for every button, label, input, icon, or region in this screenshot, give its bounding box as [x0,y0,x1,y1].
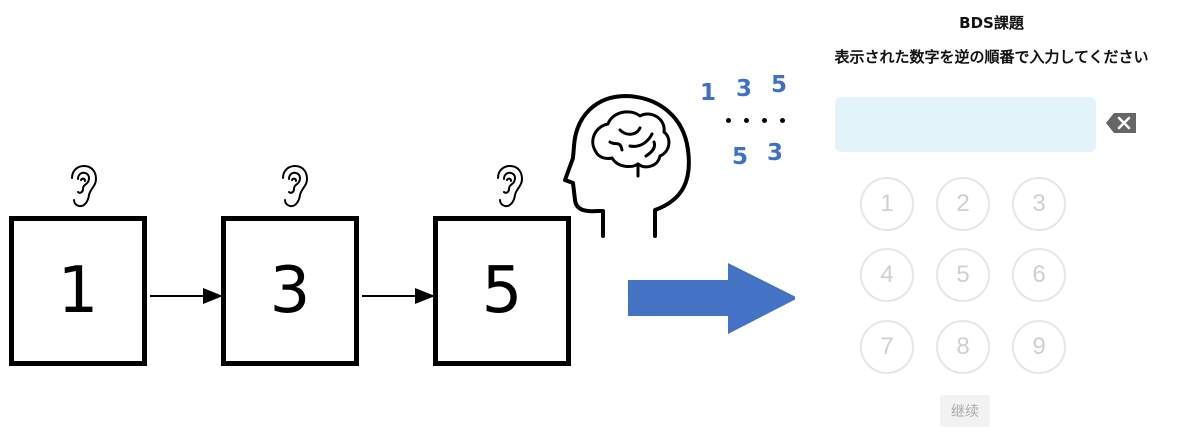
ellipsis-dot [744,118,749,123]
recall-forward-digit: 3 [736,76,753,102]
recall-forward-digit: 5 [771,72,788,98]
diagram-graphics [150,94,798,334]
key-label: 9 [1032,333,1046,360]
ellipsis-dot [762,118,767,123]
key-label: 6 [1032,261,1046,288]
recall-forward-digit: 1 [700,80,717,106]
recall-reversed-digit: 3 [767,140,784,166]
keypad-key-5[interactable]: 5 [936,248,990,302]
backspace-icon[interactable] [1106,113,1136,133]
ear-icon [71,164,98,208]
keypad-key-1[interactable]: 1 [860,177,914,231]
key-label: 7 [880,333,894,360]
key-label: 1 [880,190,894,217]
instruction-text: 表示された数字を逆の順番で入力してください [834,48,1149,66]
digit-box-label: 1 [57,254,99,328]
keypad-key-8[interactable]: 8 [936,320,990,374]
keypad-key-4[interactable]: 4 [860,248,914,302]
keypad-key-9[interactable]: 9 [1012,320,1066,374]
digit-box-2: 3 [221,216,359,366]
key-label: 5 [956,261,970,288]
keypad-key-7[interactable]: 7 [860,320,914,374]
key-label: 8 [956,333,970,360]
continue-button[interactable]: 继续 [940,395,990,427]
ellipsis-dot [726,118,731,123]
digit-box-1: 1 [9,216,147,366]
right-arrow-icon [628,263,798,334]
keypad-key-3[interactable]: 3 [1012,177,1066,231]
ear-icon [282,164,309,208]
key-label: 3 [1032,190,1046,217]
page-title: BDS課題 [959,14,1024,32]
digit-box-label: 3 [269,254,311,328]
digit-box-label: 5 [481,254,523,328]
answer-input[interactable] [835,97,1096,152]
key-label: 4 [880,261,894,288]
ellipsis-dot [780,118,785,123]
ear-icon [497,164,524,208]
digit-box-3: 5 [433,216,571,366]
recall-reversed-digit: 5 [732,144,749,170]
head-brain-icon [563,94,691,238]
keypad-key-2[interactable]: 2 [936,177,990,231]
bds-task-panel: BDS課題 表示された数字を逆の順番で入力してください 1 2 3 4 5 6 … [795,0,1188,437]
keypad-key-6[interactable]: 6 [1012,248,1066,302]
key-label: 2 [956,190,970,217]
